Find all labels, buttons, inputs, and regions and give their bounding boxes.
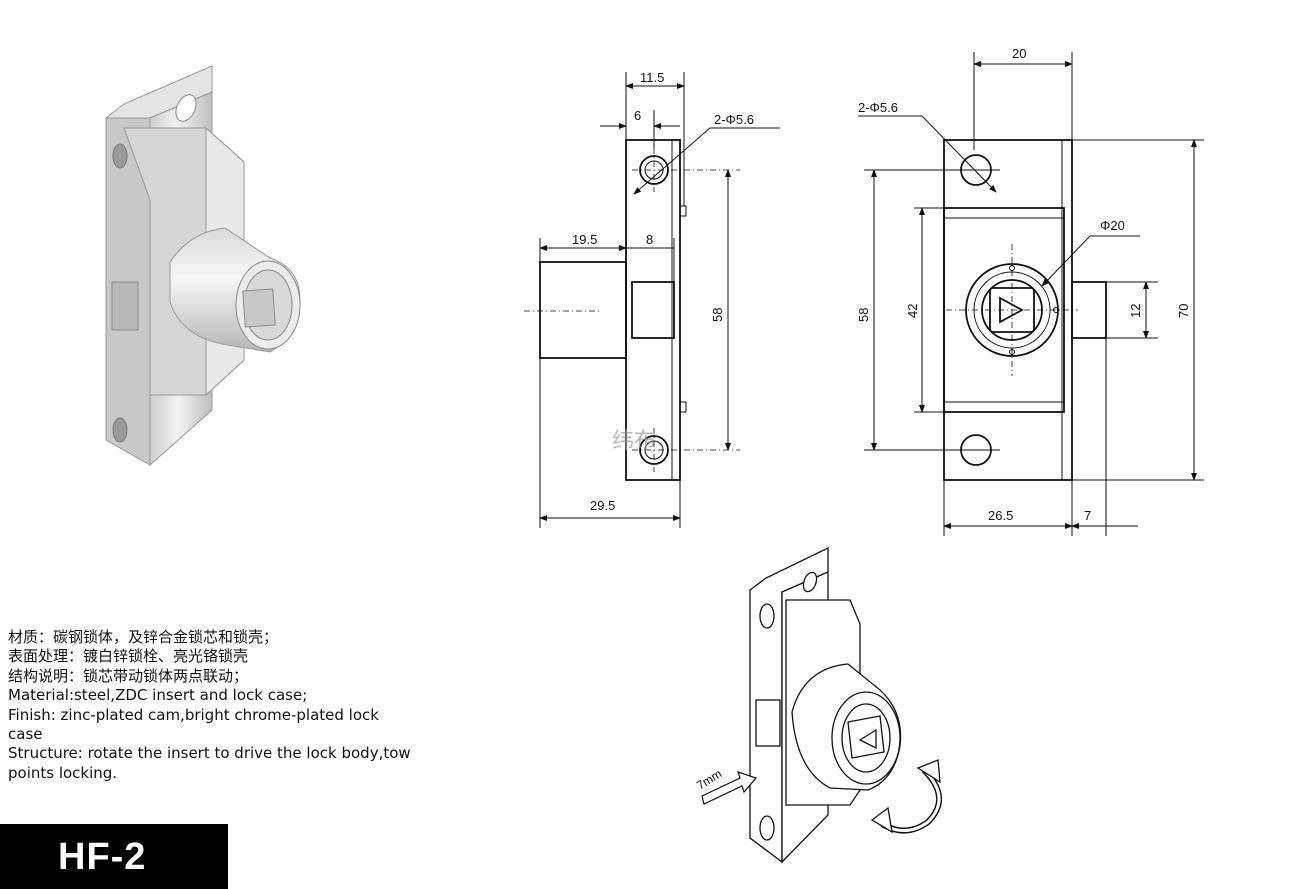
front-dim-cylinder-dia: Φ20	[1100, 218, 1125, 233]
side-dim-hole-offset: 6	[634, 108, 641, 123]
front-hole-label: 2-Φ5.6	[858, 100, 898, 115]
front-dim-width: 26.5	[988, 508, 1013, 523]
product-render-3d	[104, 65, 301, 467]
front-dim-hole-span: 58	[856, 308, 871, 322]
front-dim-total-height: 70	[1176, 304, 1191, 318]
desc-material-en: Material:steel,ZDC insert and lock case;	[8, 686, 308, 705]
product-description: 材质：碳钢锁体，及锌合金锁芯和锁壳； 表面处理：镀白锌锁栓、亮光铬锁壳 结构说明…	[8, 628, 418, 783]
front-dim-bolt-projection: 7	[1084, 508, 1091, 523]
desc-finish-cn: 表面处理：镀白锌锁栓、亮光铬锁壳	[8, 647, 249, 666]
side-dim-height: 58	[710, 308, 725, 322]
desc-structure-cn: 结构说明：锁芯带动锁体两点联动；	[8, 666, 249, 685]
side-dim-depth: 29.5	[590, 498, 615, 513]
front-dim-top: 20	[1012, 46, 1026, 61]
side-view-drawing: 11.5 6 2-Φ5.6 19.5 8 58 29.5 纬布	[524, 70, 780, 528]
model-badge: HF-2	[0, 824, 228, 889]
model-number: HF-2	[58, 836, 147, 878]
iso-line-drawing	[701, 546, 943, 864]
side-dim-cylinder: 19.5	[572, 232, 597, 247]
side-dim-top: 11.5	[640, 70, 664, 85]
desc-structure-en: Structure: rotate the insert to drive th…	[8, 744, 411, 782]
side-hole-label: 2-Φ5.6	[714, 112, 754, 127]
watermark: 纬布	[612, 429, 656, 454]
front-dim-inner: 42	[905, 304, 920, 318]
side-dim-bolt: 8	[646, 232, 653, 247]
desc-material-cn: 材质：碳钢锁体，及锌合金锁芯和锁壳；	[8, 628, 279, 646]
desc-finish-en: Finish: zinc-plated cam,bright chrome-pl…	[8, 705, 379, 744]
front-dim-bolt-height: 12	[1128, 304, 1143, 318]
front-view-drawing: 20 2-Φ5.6 Φ20 58 42 12 70 26.5 7	[856, 46, 1204, 536]
